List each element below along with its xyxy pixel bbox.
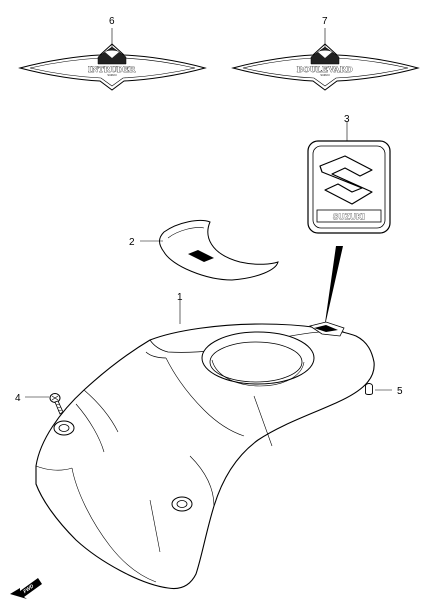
forward-direction-label: FWD [22,583,35,595]
callout-4: 4 [15,393,21,404]
boulevard-emblem: BOULEVARD SUZUKI [231,28,420,91]
callout-2: 2 [129,237,135,248]
callout-7: 7 [322,16,328,27]
tank-pad [140,219,279,281]
callout-1: 1 [177,292,183,303]
suzuki-brand-text: SUZUKI [333,213,365,222]
grommet [365,383,392,395]
callout-3: 3 [344,114,350,125]
mount-hole-right [171,496,193,512]
boulevard-emblem-subtext: SUZUKI [320,74,329,77]
intruder-emblem: INTRUDER SUZUKI [18,28,207,91]
callout-6: 6 [109,16,115,27]
intruder-emblem-text: INTRUDER [88,64,136,74]
fuel-cap-opening [201,331,315,387]
mount-hole-left [53,420,75,436]
emblem-placement-arrow [324,246,343,330]
tank-cover [35,300,375,590]
intruder-emblem-subtext: SUZUKI [107,74,116,77]
suzuki-s-logo [319,155,373,205]
screw [25,393,64,415]
forward-direction-arrow-icon: FWD [10,578,42,599]
callout-5: 5 [397,386,403,397]
suzuki-brand-emblem: SUZUKI [307,122,391,234]
boulevard-emblem-text: BOULEVARD [297,64,353,74]
